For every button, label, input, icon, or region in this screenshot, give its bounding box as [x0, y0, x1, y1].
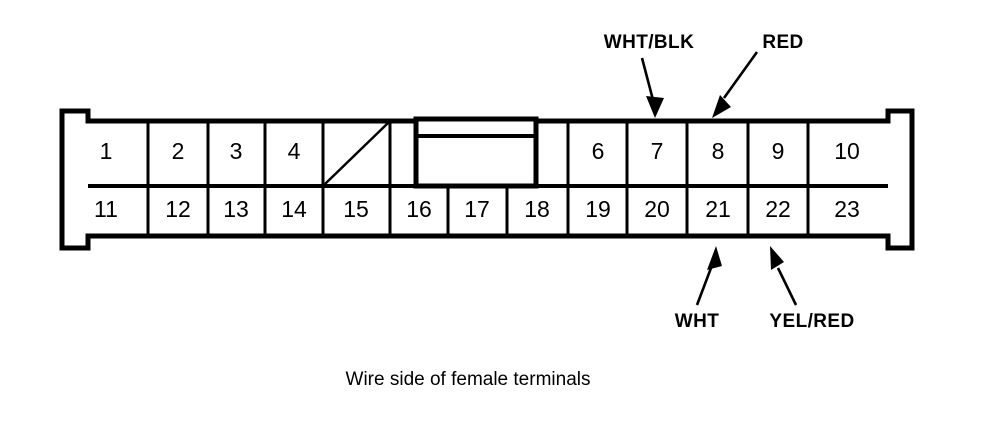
pin-label-2: 2	[172, 138, 185, 164]
pin-label-19: 19	[585, 196, 611, 222]
pin-label-23: 23	[834, 196, 860, 222]
callout-arrowhead-icon	[770, 246, 784, 270]
callout-arrowhead-icon	[646, 96, 664, 118]
pin-label-21: 21	[705, 196, 731, 222]
top-row-right-group: 6 7 8 9 10	[566, 121, 860, 186]
pin-label-18: 18	[524, 196, 550, 222]
callout-leader-line	[640, 57, 655, 101]
pin-label-13: 13	[223, 196, 249, 222]
pin-label-11: 11	[94, 196, 118, 222]
pin-label-15: 15	[343, 196, 369, 222]
callout-arrowhead-icon	[707, 246, 722, 270]
bottom-row-group: 11 12 13 14 15 16 17 18 19 20 21 22 23	[94, 186, 860, 236]
pin-label-17: 17	[464, 196, 490, 222]
callout-leader-line	[695, 267, 713, 306]
callout-arrowhead-icon	[712, 95, 731, 118]
pin-label-14: 14	[281, 196, 307, 222]
pin-label-4: 4	[288, 138, 301, 164]
key-tab-body	[413, 116, 539, 189]
callout-red: RED	[712, 32, 803, 118]
top-row-left-group: 1 2 3 4	[100, 121, 392, 186]
pin-label-9: 9	[772, 138, 785, 164]
callout-leader-line	[776, 267, 798, 306]
pin-label-16: 16	[406, 196, 432, 222]
blank-cell-diagonal-slash-icon	[324, 122, 389, 185]
callout-label-wht: WHT	[675, 311, 719, 332]
pin-label-12: 12	[165, 196, 191, 222]
locking-key-tab	[413, 116, 539, 189]
callout-label-wht-blk: WHT/BLK	[604, 32, 694, 53]
pin-label-8: 8	[712, 138, 725, 164]
callout-label-red: RED	[762, 32, 803, 53]
pin-label-22: 22	[765, 196, 791, 222]
pin-label-6: 6	[592, 138, 605, 164]
callout-yel-red: YEL/RED	[769, 246, 854, 332]
pin-label-1: 1	[100, 138, 113, 164]
callout-leader-line	[722, 51, 759, 99]
pin-label-3: 3	[230, 138, 243, 164]
pin-label-7: 7	[651, 138, 664, 164]
callout-wht: WHT	[675, 246, 722, 332]
pin-label-20: 20	[644, 196, 670, 222]
diagram-caption: Wire side of female terminals	[346, 369, 591, 390]
callout-label-yel-red: YEL/RED	[769, 311, 854, 332]
pin-label-10: 10	[834, 138, 860, 164]
callout-wht-blk: WHT/BLK	[604, 32, 694, 118]
